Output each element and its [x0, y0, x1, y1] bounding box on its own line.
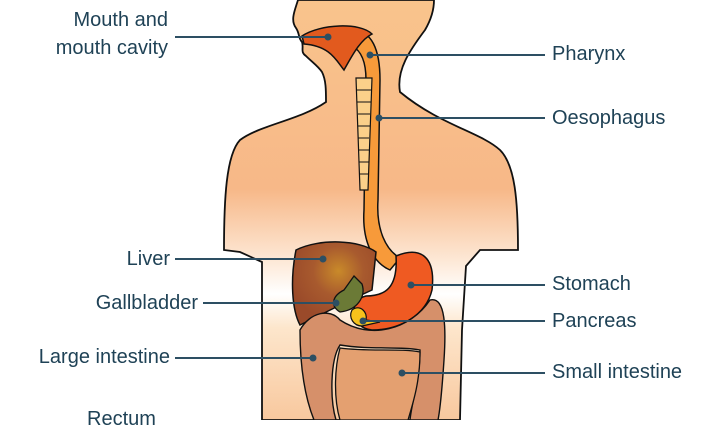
label-oesophagus: Oesophagus: [552, 107, 666, 129]
label-small-intestine: Small intestine: [552, 361, 683, 383]
label-stomach: Stomach: [552, 273, 631, 295]
label-pharynx: Pharynx: [552, 43, 626, 65]
leader-lines: [175, 33, 545, 377]
label-large-intestine: Large intestine: [38, 346, 170, 368]
label-mouth: Mouth and mouth cavity: [56, 9, 168, 59]
label-rectum: Rectum: [87, 408, 156, 430]
digestive-system-illustration: [175, 0, 545, 420]
label-pancreas: Pancreas: [552, 310, 637, 332]
gallbladder: [333, 274, 364, 313]
label-gallbladder: Gallbladder: [95, 292, 198, 314]
oesophagus: [351, 29, 402, 271]
label-mouth-line2: mouth cavity: [55, 37, 168, 59]
label-mouth-line1: Mouth and: [73, 9, 168, 31]
small-intestine: [334, 347, 421, 420]
label-liver: Liver: [126, 248, 170, 270]
